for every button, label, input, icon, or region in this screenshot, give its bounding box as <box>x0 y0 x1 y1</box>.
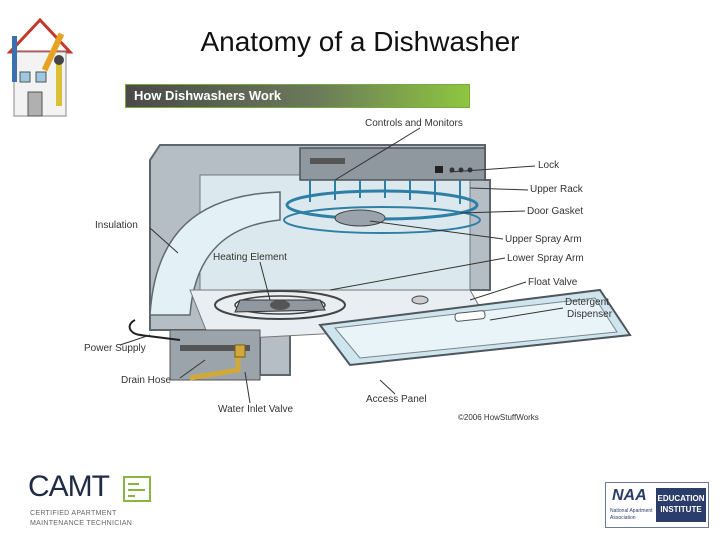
slide-title: Anatomy of a Dishwasher <box>200 26 520 57</box>
label-lock: Lock <box>538 160 560 171</box>
label-upper-rack: Upper Rack <box>530 184 583 195</box>
label-access-panel: Access Panel <box>366 394 427 405</box>
label-detergent: Detergent <box>565 297 609 308</box>
naa-sub-line1: National Apartment <box>610 508 653 514</box>
copyright-text: ©2006 HowStuffWorks <box>458 413 539 422</box>
label-door-gasket: Door Gasket <box>527 206 584 217</box>
label-dispenser: Dispenser <box>567 309 613 320</box>
diagram-banner: How Dishwashers Work <box>125 84 470 108</box>
naa-education-institute-logo: NAA National Apartment Association EDUCA… <box>605 482 709 528</box>
badge-line1: EDUCATION <box>657 494 705 503</box>
camt-subtitle-line2: MAINTENANCE TECHNICIAN <box>30 520 133 527</box>
naa-sub-line2: Association <box>610 515 636 521</box>
label-upper-spray-arm: Upper Spray Arm <box>505 234 582 245</box>
label-power-supply: Power Supply <box>84 343 146 354</box>
label-controls-and-monitors: Controls and Monitors <box>365 118 463 129</box>
label-float-valve: Float Valve <box>528 277 578 288</box>
diagram-banner-text: How Dishwashers Work <box>134 88 282 103</box>
tools-house-logo <box>6 17 74 117</box>
camt-logo-text: CAMT <box>28 470 110 503</box>
label-lower-spray-arm: Lower Spray Arm <box>507 253 584 264</box>
dishwasher-illustration <box>128 144 632 381</box>
label-heating-element: Heating Element <box>213 252 287 263</box>
camt-mark-icon <box>123 476 151 502</box>
badge-line2: INSTITUTE <box>660 505 702 514</box>
label-drain-hose: Drain Hose <box>121 375 172 386</box>
camt-logo: CAMT CERTIFIED APARTMENT MAINTENANCE TEC… <box>28 470 153 530</box>
label-insulation: Insulation <box>95 220 138 231</box>
education-institute-badge: EDUCATION INSTITUTE <box>656 488 706 522</box>
naa-logo-text: NAA <box>612 487 647 504</box>
label-water-inlet-valve: Water Inlet Valve <box>218 404 294 415</box>
camt-subtitle-line1: CERTIFIED APARTMENT <box>30 510 117 517</box>
